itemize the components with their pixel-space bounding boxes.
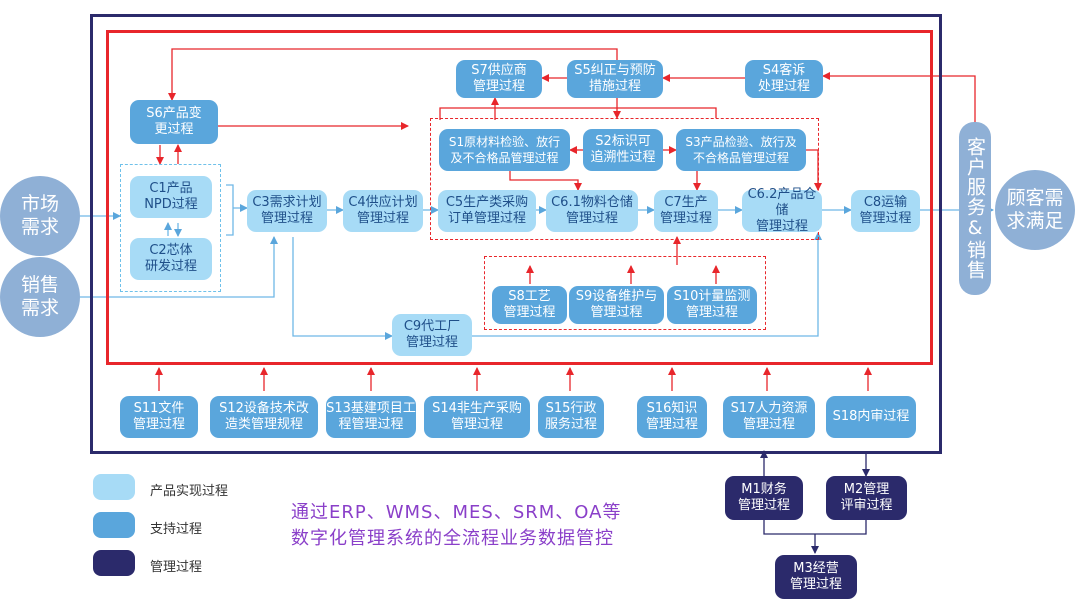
c61-material-warehouse-box[interactable]: C6.1物料仓储 管理过程 (546, 190, 638, 232)
s9-equipment-box[interactable]: S9设备维护与 管理过程 (569, 286, 664, 324)
s2-traceability-box[interactable]: S2标识可 追溯性过程 (583, 129, 663, 171)
customer-service-sales-pill: 客户服务&销售 (959, 122, 991, 295)
arrow-sales-to-c3 (76, 236, 278, 298)
s16-knowledge-box[interactable]: S16知识 管理过程 (637, 396, 707, 438)
s4-complaint-box[interactable]: S4客诉 处理过程 (745, 60, 823, 98)
m1-finance-box[interactable]: M1财务 管理过程 (725, 476, 803, 520)
c8-transport-box[interactable]: C8运输 管理过程 (851, 190, 920, 232)
s17-hr-box[interactable]: S17人力资源 管理过程 (723, 396, 815, 438)
m2-management-review-box[interactable]: M2管理 评审过程 (826, 476, 907, 520)
market-demand-circle: 市场 需求 (0, 176, 80, 256)
s6-product-change-box[interactable]: S6产品变 更过程 (130, 100, 218, 144)
quality-control-group (430, 118, 819, 240)
s5-capa-box[interactable]: S5纠正与预防 措施过程 (567, 60, 663, 98)
s3-product-inspection-box[interactable]: S3产品检验、放行及 不合格品管理过程 (676, 129, 806, 171)
s18-internal-audit-box[interactable]: S18内审过程 (826, 396, 916, 438)
management-boundary (90, 14, 942, 454)
legend-label-realization: 产品实现过程 (150, 484, 229, 499)
s15-admin-box[interactable]: S15行政 服务过程 (538, 396, 604, 438)
slogan-line-1: 通过ERP、WMS、MES、SRM、OA等 (291, 502, 622, 523)
c4-supply-planning-box[interactable]: C4供应计划 管理过程 (343, 190, 423, 232)
s12-equipment-upgrade-box[interactable]: S12设备技术改 造类管理规程 (210, 396, 318, 438)
arrow-customer-to-s4 (822, 72, 976, 122)
legend-swatch-realization (93, 474, 135, 500)
s13-infrastructure-box[interactable]: S13基建项目工 程管理过程 (326, 396, 416, 438)
s8-process-box[interactable]: S8工艺 管理过程 (492, 286, 567, 324)
s1-incoming-inspection-box[interactable]: S1原材料检验、放行 及不合格品管理过程 (439, 129, 570, 171)
legend-swatch-management (93, 550, 135, 576)
c1-npd-box[interactable]: C1产品 NPD过程 (130, 176, 212, 218)
s7-supplier-box[interactable]: S7供应商 管理过程 (456, 60, 542, 98)
legend-label-support: 支持过程 (150, 522, 203, 537)
slogan-line-2: 数字化管理系统的全流程业务数据管控 (291, 528, 614, 549)
s10-metrology-box[interactable]: S10计量监测 管理过程 (667, 286, 757, 324)
arrow-m-to-m3 (763, 520, 867, 553)
c7-production-box[interactable]: C7生产 管理过程 (654, 190, 718, 232)
legend-swatch-support (93, 512, 135, 538)
arrow-s1-to-c61 (509, 170, 582, 191)
c5-purchase-order-box[interactable]: C5生产类采购 订单管理过程 (438, 190, 536, 232)
arrow-c9-to-c62 (472, 232, 822, 337)
arrow-c3-to-c9 (292, 237, 393, 340)
arrow-s5-to-s6 (168, 48, 618, 101)
c9-oem-box[interactable]: C9代工厂 管理过程 (392, 314, 472, 356)
arrow-c1-group-to-c3 (226, 184, 247, 236)
c3-demand-planning-box[interactable]: C3需求计划 管理过程 (247, 190, 327, 232)
m3-business-management-box[interactable]: M3经营 管理过程 (775, 555, 857, 599)
arrow-s3-to-s7 (439, 107, 717, 120)
legend-label-management: 管理过程 (150, 560, 203, 575)
s11-document-box[interactable]: S11文件 管理过程 (120, 396, 198, 438)
c62-product-warehouse-box[interactable]: C6.2产品仓储 管理过程 (742, 187, 822, 234)
sales-demand-circle: 销售 需求 (0, 257, 80, 337)
c2-core-rnd-box[interactable]: C2芯体 研发过程 (130, 238, 212, 280)
customer-satisfaction-circle: 顾客需 求满足 (995, 170, 1075, 250)
rnd-group (120, 164, 221, 292)
s14-nonproduction-purchase-box[interactable]: S14非生产采购 管理过程 (424, 396, 530, 438)
realization-boundary (106, 30, 933, 365)
production-support-group (484, 256, 766, 330)
